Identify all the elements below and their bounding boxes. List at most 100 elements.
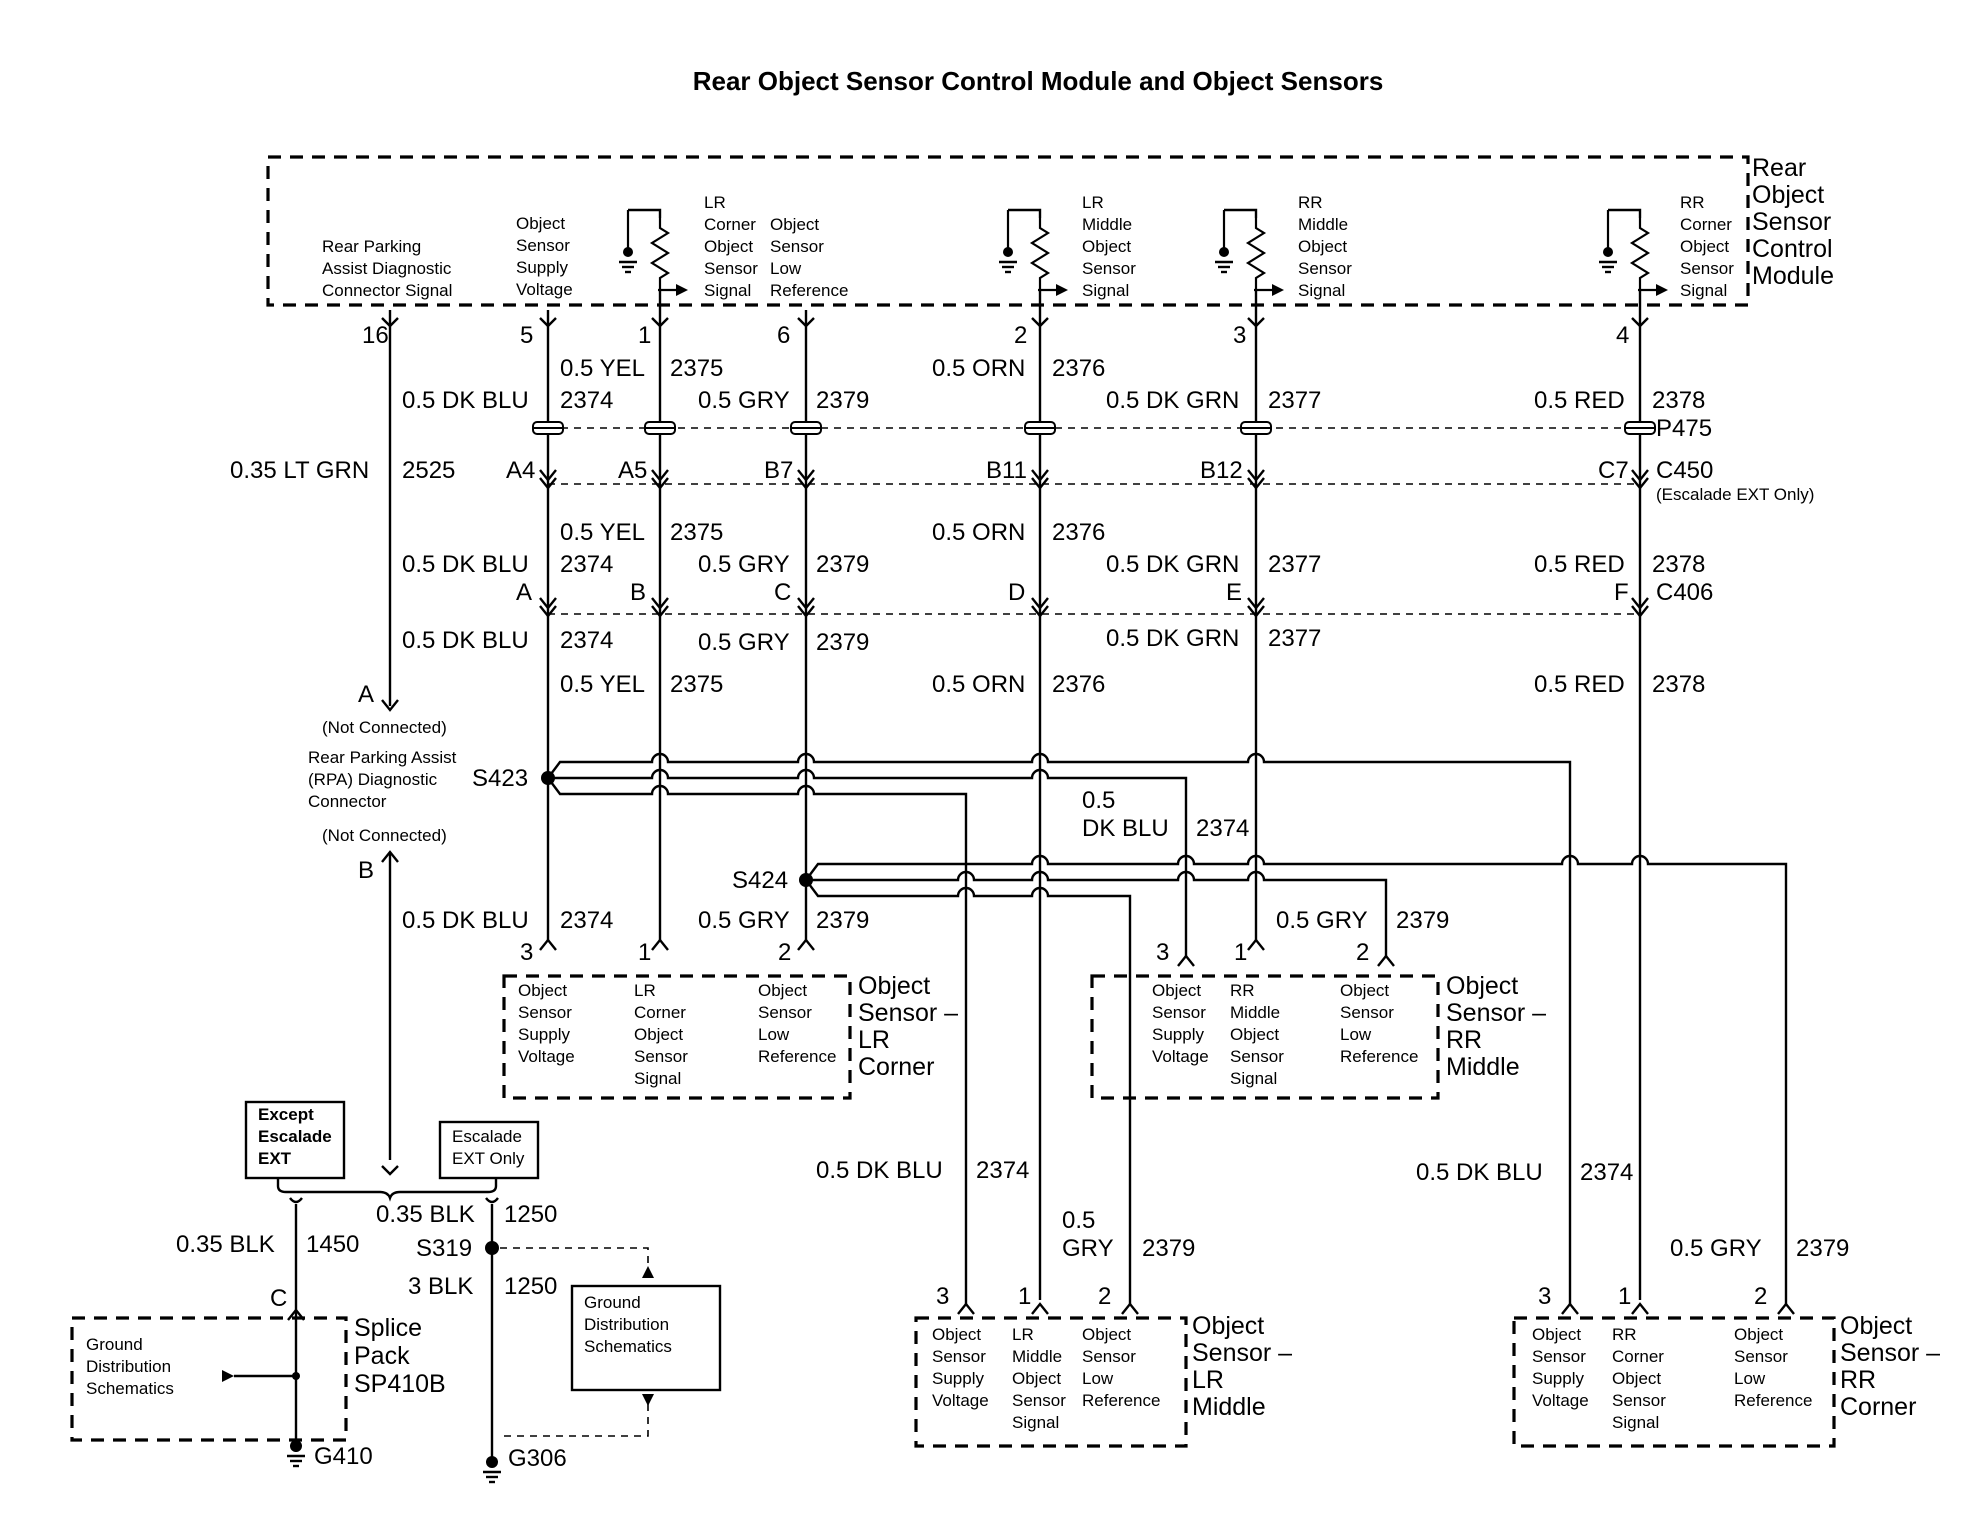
svg-text:Sensor –: Sensor – xyxy=(1192,1339,1292,1367)
svg-text:1: 1 xyxy=(638,322,651,349)
svg-text:2376: 2376 xyxy=(1052,671,1105,698)
rpa-diagnostic-connector: A (Not Connected) Rear Parking Assist (R… xyxy=(308,681,457,1160)
svg-text:RR: RR xyxy=(1612,1325,1637,1344)
svg-text:Middle: Middle xyxy=(1192,1393,1266,1421)
svg-text:Sensor: Sensor xyxy=(758,1003,812,1022)
svg-text:Sensor: Sensor xyxy=(1752,208,1831,236)
svg-text:2379: 2379 xyxy=(816,387,869,414)
svg-text:Sensor: Sensor xyxy=(770,237,824,256)
module-sensor-circuit-lr-middle xyxy=(997,208,1070,298)
svg-text:2376: 2376 xyxy=(1052,355,1105,382)
s423-branch-label: 0.5 DK BLU 2374 xyxy=(1082,787,1249,842)
svg-text:Middle: Middle xyxy=(1082,215,1132,234)
svg-text:Corner: Corner xyxy=(1680,215,1732,234)
svg-text:0.5 GRY: 0.5 GRY xyxy=(698,551,790,578)
svg-text:0.5 YEL: 0.5 YEL xyxy=(560,671,645,698)
svg-text:Signal: Signal xyxy=(1680,281,1727,300)
svg-text:Sensor: Sensor xyxy=(1298,259,1352,278)
svg-text:Object: Object xyxy=(1612,1369,1661,1388)
option-escalade-ext-only: Escalade EXT Only xyxy=(438,1120,540,1180)
svg-text:Reference: Reference xyxy=(1734,1391,1812,1410)
svg-text:(Not Connected): (Not Connected) xyxy=(322,718,447,737)
svg-text:Sensor: Sensor xyxy=(1152,1003,1206,1022)
svg-text:C7: C7 xyxy=(1598,457,1629,484)
svg-text:Connector: Connector xyxy=(308,792,387,811)
svg-text:0.35 LT GRN: 0.35 LT GRN xyxy=(230,457,369,484)
svg-text:(Escalade EXT Only): (Escalade EXT Only) xyxy=(1656,485,1814,504)
svg-text:Control: Control xyxy=(1752,235,1833,263)
svg-text:Connector Signal: Connector Signal xyxy=(322,281,452,300)
svg-text:Corner: Corner xyxy=(704,215,756,234)
svg-text:Splice: Splice xyxy=(354,1314,422,1342)
svg-text:S423: S423 xyxy=(472,765,528,792)
svg-text:Sensor: Sensor xyxy=(1532,1347,1586,1366)
svg-text:3: 3 xyxy=(1538,1283,1551,1310)
svg-text:0.5 DK BLU: 0.5 DK BLU xyxy=(816,1157,943,1184)
svg-text:F: F xyxy=(1614,579,1629,606)
svg-text:Low: Low xyxy=(770,259,802,278)
svg-text:Signal: Signal xyxy=(704,281,751,300)
module-pin5-label: Object Sensor Supply Voltage xyxy=(516,214,573,299)
svg-text:Object: Object xyxy=(1340,981,1389,1000)
svg-text:RR: RR xyxy=(1680,193,1705,212)
splice-s423: S423 xyxy=(472,752,1572,1306)
module-pin-numbers: 16 5 1 6 2 3 4 xyxy=(362,322,1629,349)
svg-text:B11: B11 xyxy=(986,457,1027,484)
svg-text:16: 16 xyxy=(362,322,389,349)
sensor-lr-middle: 3 1 2 Object Sensor Supply Voltage LR Mi… xyxy=(914,1283,1292,1448)
svg-text:B: B xyxy=(630,579,646,606)
svg-text:Sensor –: Sensor – xyxy=(858,999,958,1027)
svg-text:RR: RR xyxy=(1446,1026,1482,1054)
svg-text:Schematics: Schematics xyxy=(86,1379,174,1398)
svg-text:Corner: Corner xyxy=(1612,1347,1664,1366)
module-pin1-label: LR Corner Object Sensor Signal xyxy=(704,193,758,300)
svg-text:2378: 2378 xyxy=(1652,671,1705,698)
svg-text:A5: A5 xyxy=(618,457,647,484)
svg-text:Supply: Supply xyxy=(932,1369,984,1388)
svg-text:G306: G306 xyxy=(508,1445,567,1472)
svg-text:Sensor: Sensor xyxy=(1230,1047,1284,1066)
svg-text:Signal: Signal xyxy=(1230,1069,1277,1088)
svg-text:Supply: Supply xyxy=(1152,1025,1204,1044)
svg-text:0.5 YEL: 0.5 YEL xyxy=(560,519,645,546)
svg-text:0.35 BLK: 0.35 BLK xyxy=(176,1231,275,1258)
svg-text:Signal: Signal xyxy=(634,1069,681,1088)
svg-text:2378: 2378 xyxy=(1652,551,1705,578)
svg-text:LR: LR xyxy=(634,981,656,1000)
svg-text:Escalade: Escalade xyxy=(258,1127,332,1146)
svg-text:Supply: Supply xyxy=(516,258,568,277)
svg-text:2374: 2374 xyxy=(976,1157,1029,1184)
svg-text:Escalade: Escalade xyxy=(452,1127,522,1146)
svg-text:Sensor: Sensor xyxy=(1012,1391,1066,1410)
svg-text:LR: LR xyxy=(704,193,726,212)
svg-text:(Not Connected): (Not Connected) xyxy=(322,826,447,845)
svg-text:Voltage: Voltage xyxy=(516,280,573,299)
svg-text:0.5 ORN: 0.5 ORN xyxy=(932,671,1025,698)
svg-text:2379: 2379 xyxy=(816,551,869,578)
svg-text:G410: G410 xyxy=(314,1443,373,1470)
svg-text:Voltage: Voltage xyxy=(1152,1047,1209,1066)
svg-text:2: 2 xyxy=(1356,939,1369,966)
svg-text:D: D xyxy=(1008,579,1025,606)
svg-text:Except: Except xyxy=(258,1105,314,1124)
svg-text:LR: LR xyxy=(1012,1325,1034,1344)
svg-text:Supply: Supply xyxy=(1532,1369,1584,1388)
svg-text:0.5 DK BLU: 0.5 DK BLU xyxy=(402,387,529,414)
svg-text:DK BLU: DK BLU xyxy=(1082,815,1169,842)
svg-text:2377: 2377 xyxy=(1268,625,1321,652)
svg-text:1: 1 xyxy=(638,939,651,966)
svg-text:0.5 DK BLU: 0.5 DK BLU xyxy=(402,551,529,578)
module-pin-terminals xyxy=(381,317,1649,328)
svg-text:Object: Object xyxy=(858,972,930,1000)
module-wire-labels: 0.5 YEL 2375 0.5 DK BLU 2374 0.5 GRY 237… xyxy=(402,355,1705,414)
svg-text:Object: Object xyxy=(518,981,567,1000)
svg-text:C: C xyxy=(270,1285,287,1312)
svg-text:3: 3 xyxy=(520,939,533,966)
svg-text:Ground: Ground xyxy=(584,1293,641,1312)
svg-text:2374: 2374 xyxy=(560,551,613,578)
svg-text:Supply: Supply xyxy=(518,1025,570,1044)
svg-text:Object: Object xyxy=(1230,1025,1279,1044)
sensor-lr-corner: 3 1 2 Object Sensor Supply Voltage LR Co… xyxy=(502,938,958,1100)
svg-text:0.5 DK GRN: 0.5 DK GRN xyxy=(1106,387,1239,414)
svg-text:Object: Object xyxy=(1012,1369,1061,1388)
